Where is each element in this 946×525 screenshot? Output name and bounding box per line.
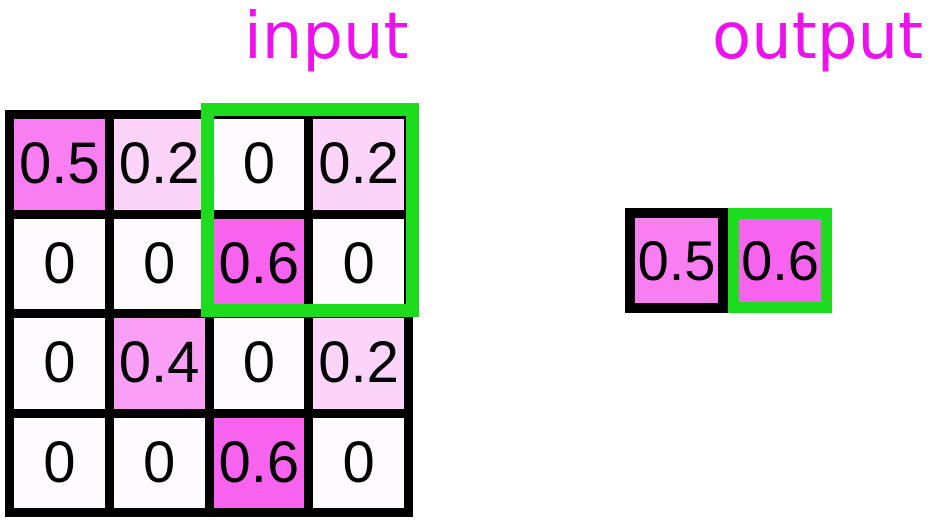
input-cell-r4c3: 0.6 — [213, 417, 305, 508]
input-cell-r1c4: 0.2 — [313, 119, 404, 210]
input-cell-r2c3: 0.6 — [213, 218, 305, 309]
input-cell-r2c1: 0 — [14, 218, 105, 309]
input-cell-r1c3: 0 — [213, 119, 305, 210]
input-cell-r2c2: 0 — [113, 218, 205, 309]
input-cell-r2c4: 0 — [313, 218, 404, 309]
input-cell-r3c3: 0 — [213, 318, 305, 409]
input-cell-r1c2: 0.2 — [113, 119, 205, 210]
input-label: input — [244, 0, 409, 74]
input-cell-r3c1: 0 — [14, 318, 105, 409]
input-cell-r4c2: 0 — [113, 417, 205, 508]
input-cell-r4c4: 0 — [313, 417, 404, 508]
input-cell-r1c1: 0.5 — [14, 119, 105, 210]
output-label: output — [712, 0, 924, 74]
input-cell-r3c4: 0.2 — [313, 318, 404, 409]
output-cell-1: 0.5 — [625, 208, 728, 313]
input-cell-r4c1: 0 — [14, 417, 105, 508]
output-cell-2: 0.6 — [728, 208, 832, 313]
input-cell-r3c2: 0.4 — [113, 318, 205, 409]
